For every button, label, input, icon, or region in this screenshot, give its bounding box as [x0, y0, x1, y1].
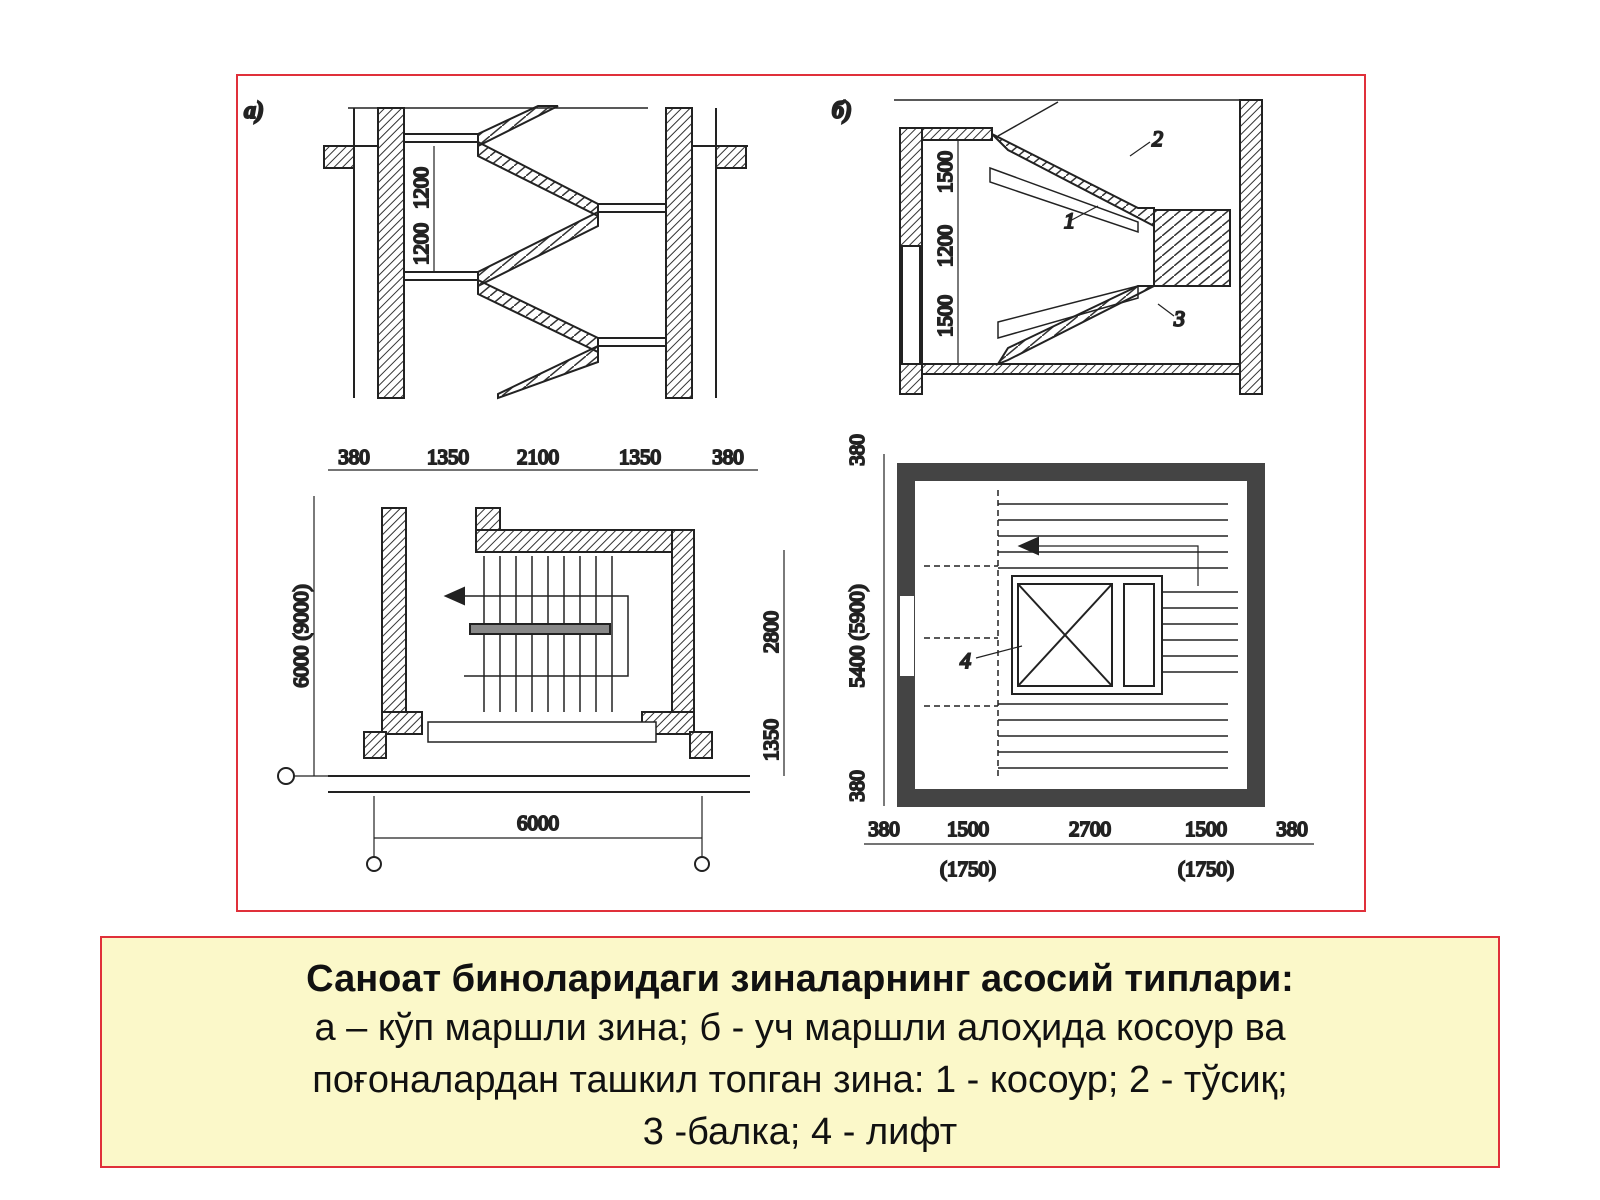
section-b-dim-3: 1500	[933, 295, 957, 337]
figure-frame: а) 1200 1200 380 1350 2100 1350 380	[236, 74, 1366, 912]
plan-a-right-dim-2: 1350	[759, 719, 783, 761]
plan-a-top-dim-4: 1350	[619, 445, 661, 469]
plan-b-bottom-dim-4: 1500	[1185, 817, 1227, 841]
section-b-dim-1: 1500	[933, 151, 957, 193]
plan-b-bottom-dim-5: 380	[1276, 817, 1308, 841]
caption-line-2: поғоналардан ташкил топган зина: 1 - кос…	[312, 1059, 1288, 1101]
plan-b-bottom-sub-2: (1750)	[1178, 857, 1234, 881]
section-b-callout-1: 1	[1064, 208, 1075, 233]
panel-a-section: а) 1200 1200	[243, 97, 748, 400]
caption-line-1: а – кўп маршли зина; б - уч маршли алоҳи…	[314, 1007, 1286, 1049]
caption-box: Саноат биноларидаги зиналарнинг асосий т…	[100, 936, 1500, 1168]
plan-b-bottom-dim-3: 2700	[1069, 817, 1111, 841]
panel-a-plan: 380 1350 2100 1350 380	[277, 444, 785, 872]
panel-b-label: б)	[832, 98, 852, 124]
caption-title: Саноат биноларидаги зиналарнинг асосий т…	[306, 958, 1294, 1000]
plan-a-right-dim-1: 2800	[759, 611, 783, 653]
plan-b-bottom-dim-1: 380	[868, 817, 900, 841]
staircase-drawings: а) 1200 1200 380 1350 2100 1350 380	[243, 97, 1314, 882]
caption-line-3: 3 -балка; 4 - лифт	[642, 1111, 958, 1153]
section-a-dim-2: 1200	[409, 223, 433, 265]
panel-b-plan: 4 380 5400 (5900) 380 380 1500 2700 1500…	[844, 433, 1314, 882]
section-b-callout-3: 3	[1173, 306, 1185, 331]
plan-a-top-dim-1: 380	[338, 445, 370, 469]
plan-b-bottom-sub-1: (1750)	[940, 857, 996, 881]
plan-b-left-dim-1: 380	[845, 434, 869, 466]
plan-a-bottom-dim: 6000	[517, 811, 559, 835]
plan-b-callout-4: 4	[960, 648, 971, 673]
section-b-callout-2: 2	[1152, 126, 1163, 151]
plan-a-top-dim-2: 1350	[427, 445, 469, 469]
plan-a-left-dim: 6000 (9000)	[289, 584, 313, 687]
panel-a-label: а)	[244, 98, 264, 124]
plan-b-left-dim-2: 5400 (5900)	[845, 584, 869, 687]
plan-b-left-dim-3: 380	[845, 770, 869, 802]
panel-b-section: б) 1500 1200 1500 1 2 3	[831, 97, 1263, 395]
section-a-dim-1: 1200	[409, 167, 433, 209]
plan-b-bottom-dim-2: 1500	[947, 817, 989, 841]
plan-a-top-dim-3: 2100	[517, 445, 559, 469]
section-b-dim-2: 1200	[933, 225, 957, 267]
plan-a-top-dim-5: 380	[712, 445, 744, 469]
